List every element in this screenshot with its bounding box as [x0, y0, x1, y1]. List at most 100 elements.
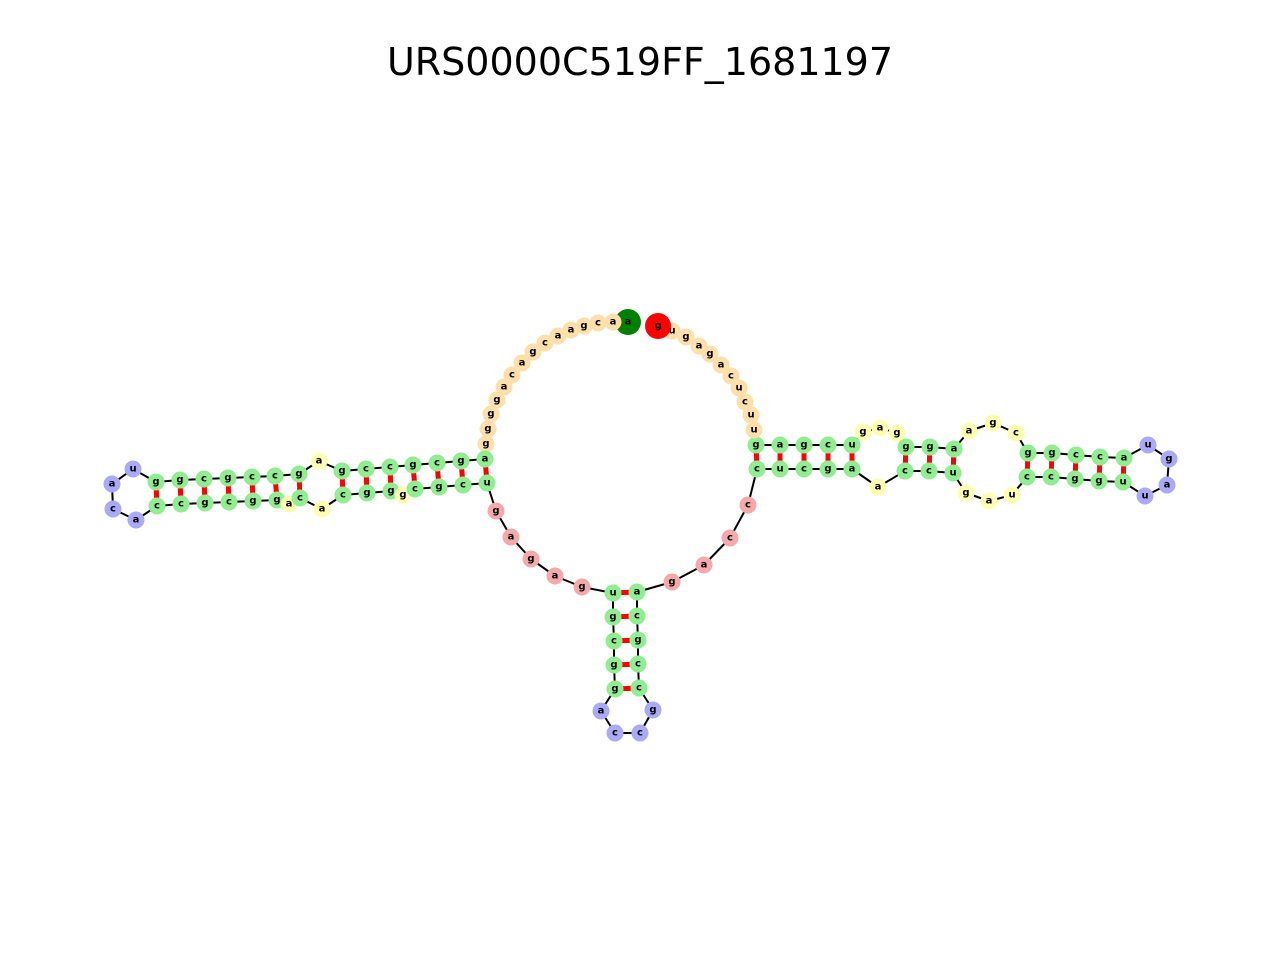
nucleotide-base-label: g — [482, 439, 489, 450]
nucleotide-base-label: g — [902, 442, 909, 453]
nucleotide-circle — [291, 489, 309, 507]
nucleotide-base-label: g — [580, 321, 587, 332]
nucleotide-base-label: c — [612, 728, 618, 739]
nucleotide-circle — [606, 724, 624, 742]
nucleotide-base-label: c — [226, 497, 232, 508]
nucleotide-124: g — [645, 313, 671, 339]
nucleotide-107: a — [871, 419, 889, 437]
nucleotide-49: c — [454, 476, 472, 494]
nucleotide-circle — [663, 573, 681, 591]
nucleotide-32: c — [104, 500, 122, 518]
nucleotide-circle — [290, 465, 308, 483]
nucleotide-59: g — [605, 656, 623, 674]
figure-title: URS0000C519FF_1681197 — [386, 40, 894, 84]
nucleotide-34: c — [148, 497, 166, 515]
nucleotide-circle — [712, 356, 730, 374]
nucleotide-circle — [920, 462, 938, 480]
nucleotide-9: c — [503, 366, 521, 384]
nucleotide-base-label: u — [1119, 477, 1126, 488]
nucleotide-78: a — [843, 460, 861, 478]
nucleotide-13: g — [479, 420, 497, 438]
nucleotide-circle — [896, 462, 914, 480]
nucleotide-base-label: g — [962, 488, 969, 499]
nucleotide-base-label: c — [727, 533, 733, 544]
nucleotide-69: a — [628, 583, 646, 601]
nucleotide-circle — [333, 462, 351, 480]
nucleotide-74: c — [748, 460, 766, 478]
nucleotide-33: a — [127, 511, 145, 529]
nucleotide-circle — [478, 474, 496, 492]
nucleotide-circle — [148, 497, 166, 515]
nucleotide-circle — [980, 492, 998, 510]
nucleotide-base-label: a — [552, 571, 559, 582]
nucleotide-26: g — [219, 469, 237, 487]
nucleotide-circle — [1160, 450, 1178, 468]
nucleotide-29: g — [147, 473, 165, 491]
nucleotide-38: g — [244, 492, 262, 510]
nucleotide-base-label: g — [752, 440, 759, 451]
nucleotide-base-label: a — [877, 423, 884, 434]
nucleotide-base-label: c — [1024, 472, 1030, 483]
nucleotide-92: a — [1158, 476, 1176, 494]
nucleotide-base-label: g — [824, 464, 831, 475]
nucleotide-112: a — [771, 436, 789, 454]
nucleotide-base-label: a — [610, 317, 617, 328]
nucleotide-base-label: u — [750, 425, 757, 436]
nucleotide-circle — [644, 701, 662, 719]
nucleotide-79: a — [869, 478, 887, 496]
nucleotide-base-label: g — [484, 424, 491, 435]
nucleotide-base-label: a — [986, 496, 993, 507]
nucleotide-51: g — [487, 502, 505, 520]
nucleotide-76: c — [795, 460, 813, 478]
nucleotide-67: g — [629, 631, 647, 649]
nucleotide-base-label: c — [110, 504, 116, 515]
nucleotide-0: a — [615, 309, 641, 335]
nucleotide-121: a — [690, 337, 708, 355]
nucleotide-base-label: g — [527, 554, 534, 565]
nucleotide-base-label: u — [747, 410, 754, 421]
nucleotide-103: a — [945, 440, 963, 458]
nucleotide-base-label: a — [849, 464, 856, 475]
nucleotide-circle — [487, 502, 505, 520]
nucleotide-47: c — [406, 480, 424, 498]
nucleotide-95: a — [1115, 449, 1133, 467]
nucleotide-circle — [220, 493, 238, 511]
nucleotide-circle — [771, 436, 789, 454]
nucleotide-base-label: g — [609, 612, 616, 623]
nucleotide-base-label: c — [745, 500, 751, 511]
nucleotide-99: g — [1019, 444, 1037, 462]
nucleotide-base-label: c — [825, 440, 831, 451]
nucleotide-circle — [871, 419, 889, 437]
nucleotide-base-label: g — [249, 496, 256, 507]
nucleotide-base-label: g — [654, 321, 661, 332]
nucleotide-base-label: c — [509, 370, 515, 381]
nucleotide-circle — [945, 440, 963, 458]
nucleotide-21: g — [333, 462, 351, 480]
nucleotide-base-label: g — [492, 506, 499, 517]
nucleotide-base-label: c — [387, 462, 393, 473]
nucleotide-base-label: a — [319, 504, 326, 515]
nucleotide-base-label: c — [634, 611, 640, 622]
nucleotide-base-label: c — [595, 318, 601, 329]
nucleotide-73: c — [739, 496, 757, 514]
nucleotide-base-label: a — [519, 358, 526, 369]
nucleotide-circle — [819, 460, 837, 478]
nucleotide-122: g — [677, 328, 695, 346]
nucleotide-base-label: g — [273, 495, 280, 506]
nucleotide-75: u — [771, 460, 789, 478]
nucleotide-base-label: c — [1097, 452, 1103, 463]
nucleotide-circle — [960, 422, 978, 440]
nucleotide-72: c — [721, 529, 739, 547]
nucleotide-28: g — [171, 471, 189, 489]
nucleotide-circle — [604, 313, 622, 331]
nucleotide-36: g — [196, 494, 214, 512]
nucleotide-circle — [536, 334, 554, 352]
nucleotide-circle — [1007, 424, 1025, 442]
nucleotide-base-label: g — [201, 498, 208, 509]
nucleotide-86: c — [1018, 468, 1036, 486]
nucleotide-70: g — [663, 573, 681, 591]
nucleotide-115: u — [742, 406, 760, 424]
nucleotide-circle — [795, 436, 813, 454]
nucleotide-circle — [549, 327, 567, 345]
